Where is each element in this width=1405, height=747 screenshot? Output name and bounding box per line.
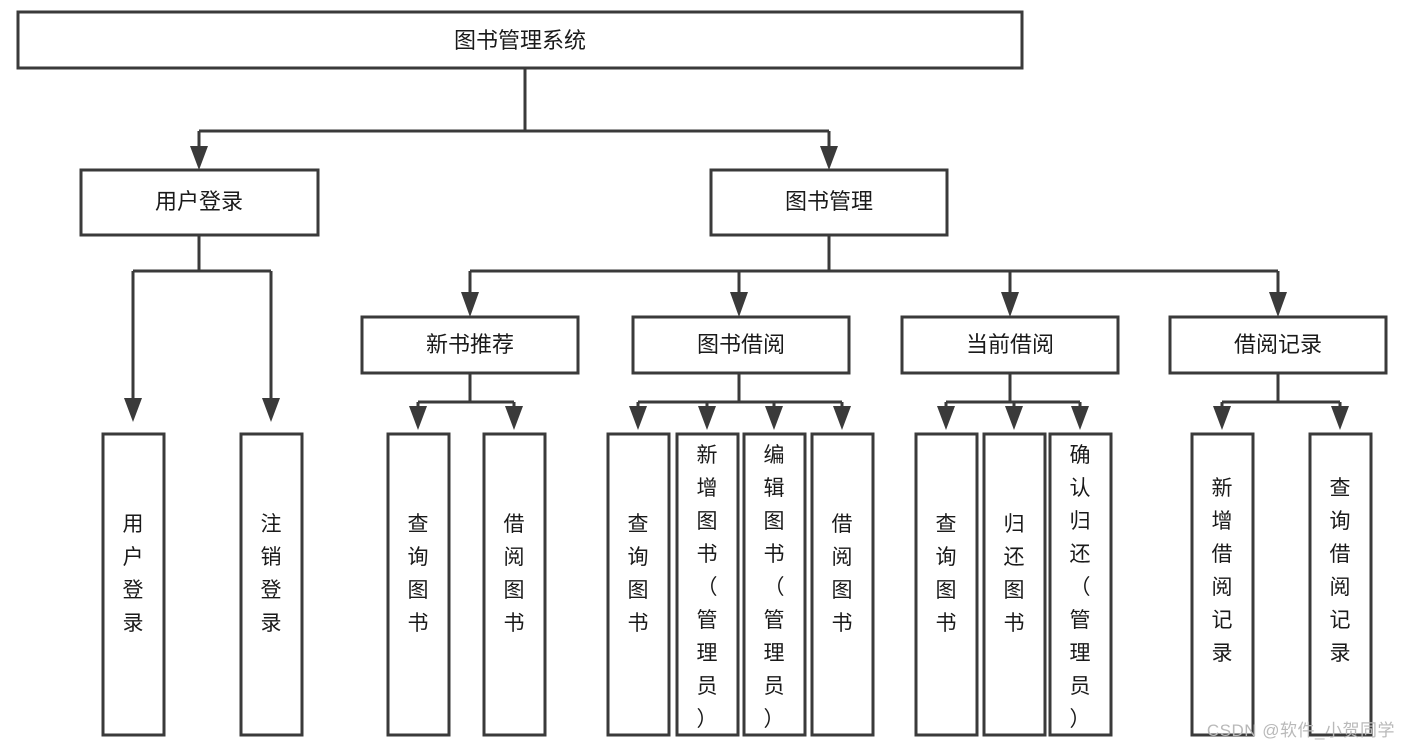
arrowhead-new-book-rec	[461, 292, 479, 317]
node-leaf-query-book-3-box[interactable]	[914, 432, 979, 737]
node-leaf-query-book-1[interactable]: 查询图书	[386, 432, 451, 737]
connector-layer	[124, 68, 1349, 430]
arrowhead-leaf-query-book-2	[629, 406, 647, 430]
arrowhead-leaf-add-book	[698, 406, 716, 430]
node-borrow-record[interactable]: 借阅记录	[1168, 315, 1388, 375]
node-leaf-add-book-box[interactable]	[675, 432, 740, 737]
node-leaf-query-record-label: 查询借阅记录	[1330, 477, 1351, 665]
node-leaf-user-login-box[interactable]	[101, 432, 166, 737]
node-current-borrow-label: 当前借阅	[966, 332, 1054, 357]
node-leaf-confirm-return[interactable]: 确认归还（管理员）	[1048, 432, 1113, 737]
node-leaf-add-book[interactable]: 新增图书（管理员）	[675, 432, 740, 737]
node-root-label: 图书管理系统	[454, 28, 586, 53]
node-new-book-rec-label: 新书推荐	[426, 332, 514, 357]
arrowhead-leaf-confirm-return	[1071, 406, 1089, 430]
arrowhead-leaf-query-record	[1331, 406, 1349, 430]
node-current-borrow-box[interactable]	[900, 315, 1120, 375]
node-leaf-borrow-book-2-label: 借阅图书	[832, 513, 853, 635]
node-book-borrow-box[interactable]	[631, 315, 851, 375]
arrowhead-leaf-edit-book	[765, 406, 783, 430]
node-user-login-box[interactable]	[79, 168, 320, 237]
node-borrow-record-label: 借阅记录	[1234, 332, 1322, 357]
node-leaf-query-book-1-label: 查询图书	[408, 513, 429, 635]
node-book-borrow-label: 图书借阅	[697, 332, 785, 357]
node-new-book-rec[interactable]: 新书推荐	[360, 315, 580, 375]
arrowhead-book-manage	[820, 146, 838, 170]
node-leaf-user-login[interactable]: 用户登录	[101, 432, 166, 737]
node-leaf-edit-book[interactable]: 编辑图书（管理员）	[742, 432, 807, 737]
arrowhead-user-login	[190, 146, 208, 170]
node-leaf-query-book-2[interactable]: 查询图书	[606, 432, 671, 737]
node-leaf-borrow-book-2[interactable]: 借阅图书	[810, 432, 875, 737]
node-leaf-logout[interactable]: 注销登录	[239, 432, 304, 737]
node-leaf-edit-book-label: 编辑图书（管理员）	[764, 444, 785, 731]
node-leaf-return-book[interactable]: 归还图书	[982, 432, 1047, 737]
node-leaf-return-book-box[interactable]	[982, 432, 1047, 737]
node-leaf-query-record[interactable]: 查询借阅记录	[1308, 432, 1373, 737]
arrowhead-leaf-user-login	[124, 398, 142, 422]
node-borrow-record-box[interactable]	[1168, 315, 1388, 375]
arrowhead-leaf-query-book-3	[937, 406, 955, 430]
node-root-box[interactable]	[16, 10, 1024, 70]
node-leaf-confirm-return-box[interactable]	[1048, 432, 1113, 737]
node-new-book-rec-box[interactable]	[360, 315, 580, 375]
node-current-borrow[interactable]: 当前借阅	[900, 315, 1120, 375]
node-leaf-borrow-book-1-box[interactable]	[482, 432, 547, 737]
node-leaf-add-record[interactable]: 新增借阅记录	[1190, 432, 1255, 737]
node-root[interactable]: 图书管理系统	[16, 10, 1024, 70]
node-leaf-query-book-3-label: 查询图书	[936, 513, 957, 635]
arrowhead-borrow-record	[1269, 292, 1287, 317]
node-leaf-add-record-label: 新增借阅记录	[1212, 477, 1233, 665]
node-leaf-query-record-box[interactable]	[1308, 432, 1373, 737]
node-user-login[interactable]: 用户登录	[79, 168, 320, 237]
node-book-borrow[interactable]: 图书借阅	[631, 315, 851, 375]
arrowhead-leaf-borrow-book-2	[833, 406, 851, 430]
arrowhead-book-borrow	[730, 292, 748, 317]
node-leaf-edit-book-box[interactable]	[742, 432, 807, 737]
arrowhead-leaf-logout	[262, 398, 280, 422]
node-leaf-borrow-book-1-label: 借阅图书	[504, 513, 525, 635]
node-leaf-borrow-book-1[interactable]: 借阅图书	[482, 432, 547, 737]
node-leaf-user-login-label: 用户登录	[123, 513, 144, 635]
arrowhead-leaf-query-book-1	[409, 406, 427, 430]
node-leaf-borrow-book-2-box[interactable]	[810, 432, 875, 737]
node-user-login-label: 用户登录	[155, 189, 243, 214]
arrowhead-leaf-add-record	[1213, 406, 1231, 430]
node-book-manage-label: 图书管理	[785, 189, 873, 214]
node-leaf-logout-label: 注销登录	[261, 513, 282, 635]
node-leaf-query-book-2-box[interactable]	[606, 432, 671, 737]
node-leaf-return-book-label: 归还图书	[1004, 513, 1025, 635]
node-leaf-query-book-2-label: 查询图书	[628, 513, 649, 635]
csdn-watermark: CSDN @软件_小贺同学	[1206, 721, 1395, 740]
node-book-manage-box[interactable]	[709, 168, 949, 237]
node-leaf-add-record-box[interactable]	[1190, 432, 1255, 737]
node-book-manage[interactable]: 图书管理	[709, 168, 949, 237]
node-leaf-query-book-3[interactable]: 查询图书	[914, 432, 979, 737]
node-leaf-confirm-return-label: 确认归还（管理员）	[1070, 444, 1091, 731]
arrowhead-current-borrow	[1001, 292, 1019, 317]
arrowhead-leaf-return-book	[1005, 406, 1023, 430]
node-leaf-query-book-1-box[interactable]	[386, 432, 451, 737]
arrowhead-leaf-borrow-book-1	[505, 406, 523, 430]
node-leaf-add-book-label: 新增图书（管理员）	[697, 444, 718, 731]
node-leaf-logout-box[interactable]	[239, 432, 304, 737]
